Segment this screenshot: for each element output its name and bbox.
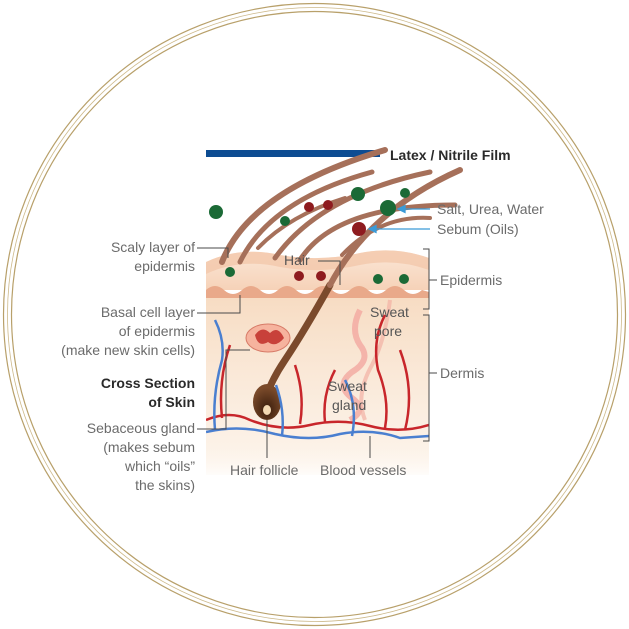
basal-label-line1: Basal cell layer (101, 304, 195, 320)
cross-section-line2: of Skin (148, 394, 195, 410)
sebaceous-label-line1: Sebaceous gland (87, 420, 195, 436)
sebum-label: Sebum (Oils) (437, 221, 519, 237)
film-label: Latex / Nitrile Film (390, 147, 511, 163)
salt-label: Salt, Urea, Water (437, 201, 544, 217)
sweat-pore-line2: pore (374, 323, 402, 339)
hair-strands (219, 147, 463, 288)
basal-label-line2: of epidermis (119, 323, 195, 339)
sebaceous-gland (245, 323, 291, 353)
epidermis-label: Epidermis (440, 272, 502, 288)
sebaceous-label-line4: the skins) (135, 477, 195, 493)
particles-salt (209, 187, 410, 284)
sweat-gland-line1: Sweat (328, 378, 367, 394)
sebaceous-label-line2: (makes sebum (103, 439, 195, 455)
sebaceous-label-line3: which “oils” (124, 458, 195, 474)
hair-label: Hair (284, 252, 310, 268)
sweat-gland-line2: gland (332, 397, 366, 413)
scaly-label-line1: Scaly layer of (111, 239, 195, 255)
blood-vessels-red (206, 314, 429, 431)
particles-sebum (294, 200, 366, 281)
blood-vessels-label: Blood vessels (320, 462, 406, 478)
basal-label-line3: (make new skin cells) (61, 342, 195, 358)
left-labels: Scaly layer of epidermis Basal cell laye… (61, 239, 250, 493)
latex-film-bar (206, 150, 380, 157)
right-labels: Epidermis Dermis (423, 248, 502, 442)
skin-block (206, 250, 429, 475)
blood-vessels-blue (206, 319, 429, 440)
particle-arrows (367, 204, 430, 234)
scaly-label-line2: epidermis (134, 258, 195, 274)
dermis-label: Dermis (440, 365, 484, 381)
sweat-pore-line1: Sweat (370, 304, 409, 320)
bottom-labels: Hair follicle Blood vessels (230, 420, 406, 478)
cross-section-line1: Cross Section (101, 375, 195, 391)
inner-labels: Hair Sweat pore Sweat gland (284, 252, 409, 413)
hair-follicle-label: Hair follicle (230, 462, 299, 478)
hair-follicle (253, 281, 334, 420)
